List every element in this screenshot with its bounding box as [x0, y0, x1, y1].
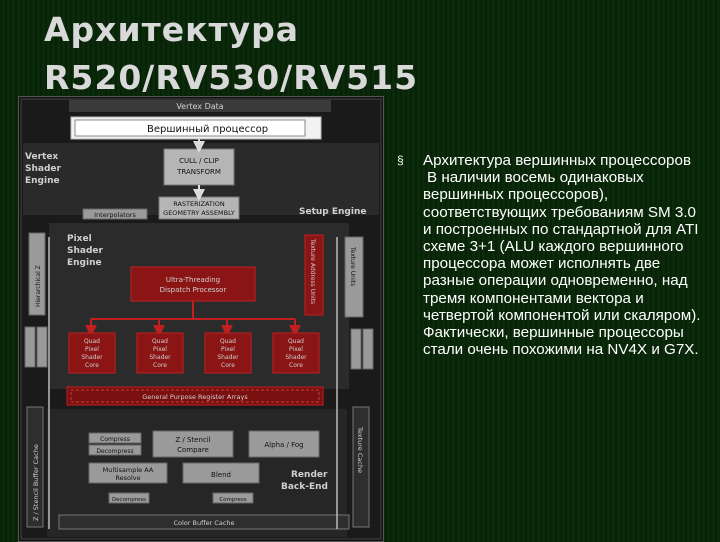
ultra-threading-label: Ultra-Threading	[166, 276, 220, 284]
register-arrays-box	[66, 386, 324, 406]
z-stencil-box	[152, 430, 234, 458]
dispatch-processor-box	[130, 266, 256, 302]
render-backend-l1: Render	[291, 470, 328, 480]
svg-text:Quad: Quad	[84, 338, 100, 345]
alpha-fog-box	[248, 430, 320, 458]
z-stencil-label: Z / Stencil	[175, 436, 210, 444]
svg-text:Pixel: Pixel	[221, 346, 235, 353]
pixel-shader-engine-l1: Pixel	[67, 234, 92, 244]
quad-core-4: Quad Pixel Shader Core	[272, 332, 320, 374]
bullet-heading: Архитектура вершинных процессоров	[423, 152, 692, 169]
color-buffer-cache-box	[58, 514, 350, 530]
hierarchical-z-box	[28, 232, 46, 316]
svg-text:Quad: Quad	[220, 338, 236, 345]
texture-units-label: Texture Units	[349, 246, 356, 286]
quad-core-2: Quad Pixel Shader Core	[136, 332, 184, 374]
transform-label: TRANSFORM	[176, 168, 221, 176]
compress-label: Compress	[100, 436, 130, 443]
svg-text:Shader: Shader	[81, 354, 103, 361]
texture-address-label: Texture Address Units	[309, 238, 316, 304]
hierarchical-z-label: Hierarchical Z	[35, 265, 42, 307]
svg-text:Pixel: Pixel	[289, 346, 303, 353]
vertex-shader-engine-l2: Shader	[25, 164, 62, 174]
diagram-svg: Vertex Data Вершинный процессор Vertex S…	[20, 98, 382, 540]
cull-clip-label: CULL / CLIP	[179, 157, 219, 165]
vertex-processor-label: Вершинный процессор	[147, 124, 268, 135]
setup-engine-label: Setup Engine	[299, 207, 366, 217]
blend-box	[182, 462, 260, 484]
pixel-shader-engine-l3: Engine	[67, 258, 102, 268]
svg-text:Pixel: Pixel	[153, 346, 167, 353]
gpu-architecture-diagram: Vertex Data Вершинный процессор Vertex S…	[18, 96, 384, 542]
slide-title-line-2: R520/RV530/RV515	[44, 58, 419, 97]
bullet-marker: §	[397, 153, 404, 167]
slide-title: Архитектура R520/RV530/RV515	[44, 6, 418, 102]
svg-text:Core: Core	[153, 362, 167, 369]
interpolators-label: Interpolators	[94, 211, 136, 219]
stencil-cache-label: Z / Stencil Buffer Cache	[32, 444, 40, 521]
svg-text:Shader: Shader	[149, 354, 171, 361]
vertex-data-bar	[69, 100, 331, 112]
interpolators-box	[82, 208, 148, 220]
decompress-label: Decompress	[96, 448, 133, 455]
quad-core-3: Quad Pixel Shader Core	[204, 332, 252, 374]
multisample-box	[88, 462, 168, 484]
texture-units-box	[344, 236, 364, 318]
svg-text:Decompress: Decompress	[112, 497, 146, 503]
compare-label: Compare	[177, 446, 209, 454]
bullet-item: § Архитектура вершинных процессоров В на…	[397, 152, 707, 358]
vertex-shader-engine-l1: Vertex	[25, 152, 58, 162]
dispatch-processor-label: Dispatch Processor	[160, 286, 227, 294]
texture-cache-label: Texture Cache	[356, 426, 364, 473]
resolve-label: Resolve	[115, 474, 140, 482]
svg-text:Quad: Quad	[152, 338, 168, 345]
color-buffer-cache-label: Color Buffer Cache	[173, 519, 234, 527]
texture-cache-box	[352, 406, 370, 528]
svg-text:Core: Core	[221, 362, 235, 369]
alpha-fog-label: Alpha / Fog	[264, 441, 303, 449]
blend-label: Blend	[211, 471, 231, 479]
svg-text:Pixel: Pixel	[85, 346, 99, 353]
svg-text:Core: Core	[289, 362, 303, 369]
geometry-assembly-label: GEOMETRY ASSEMBLY	[163, 209, 235, 217]
register-arrays-label: General Purpose Register Arrays	[142, 393, 248, 401]
pixel-shader-engine-l2: Shader	[67, 246, 104, 256]
texture-address-box	[304, 234, 324, 316]
slide-title-line-1: Архитектура	[44, 10, 300, 49]
multisample-label: Multisample AA	[103, 466, 154, 474]
cull-clip-box	[163, 148, 235, 186]
stencil-cache-box	[26, 406, 44, 528]
svg-text:Quad: Quad	[288, 338, 304, 345]
rasterization-label: RASTERIZATION	[173, 200, 225, 208]
svg-text:Shader: Shader	[285, 354, 307, 361]
svg-text:Shader: Shader	[217, 354, 239, 361]
vertex-shader-engine-l3: Engine	[25, 176, 60, 186]
bullet-body: В наличии восемь одинаковых вершинных пр…	[423, 169, 701, 359]
svg-text:Compress: Compress	[219, 497, 246, 503]
render-backend-l2: Back-End	[281, 482, 328, 492]
svg-text:Core: Core	[85, 362, 99, 369]
quad-core-1: Quad Pixel Shader Core	[68, 332, 116, 374]
vertex-data-label: Vertex Data	[176, 102, 223, 111]
